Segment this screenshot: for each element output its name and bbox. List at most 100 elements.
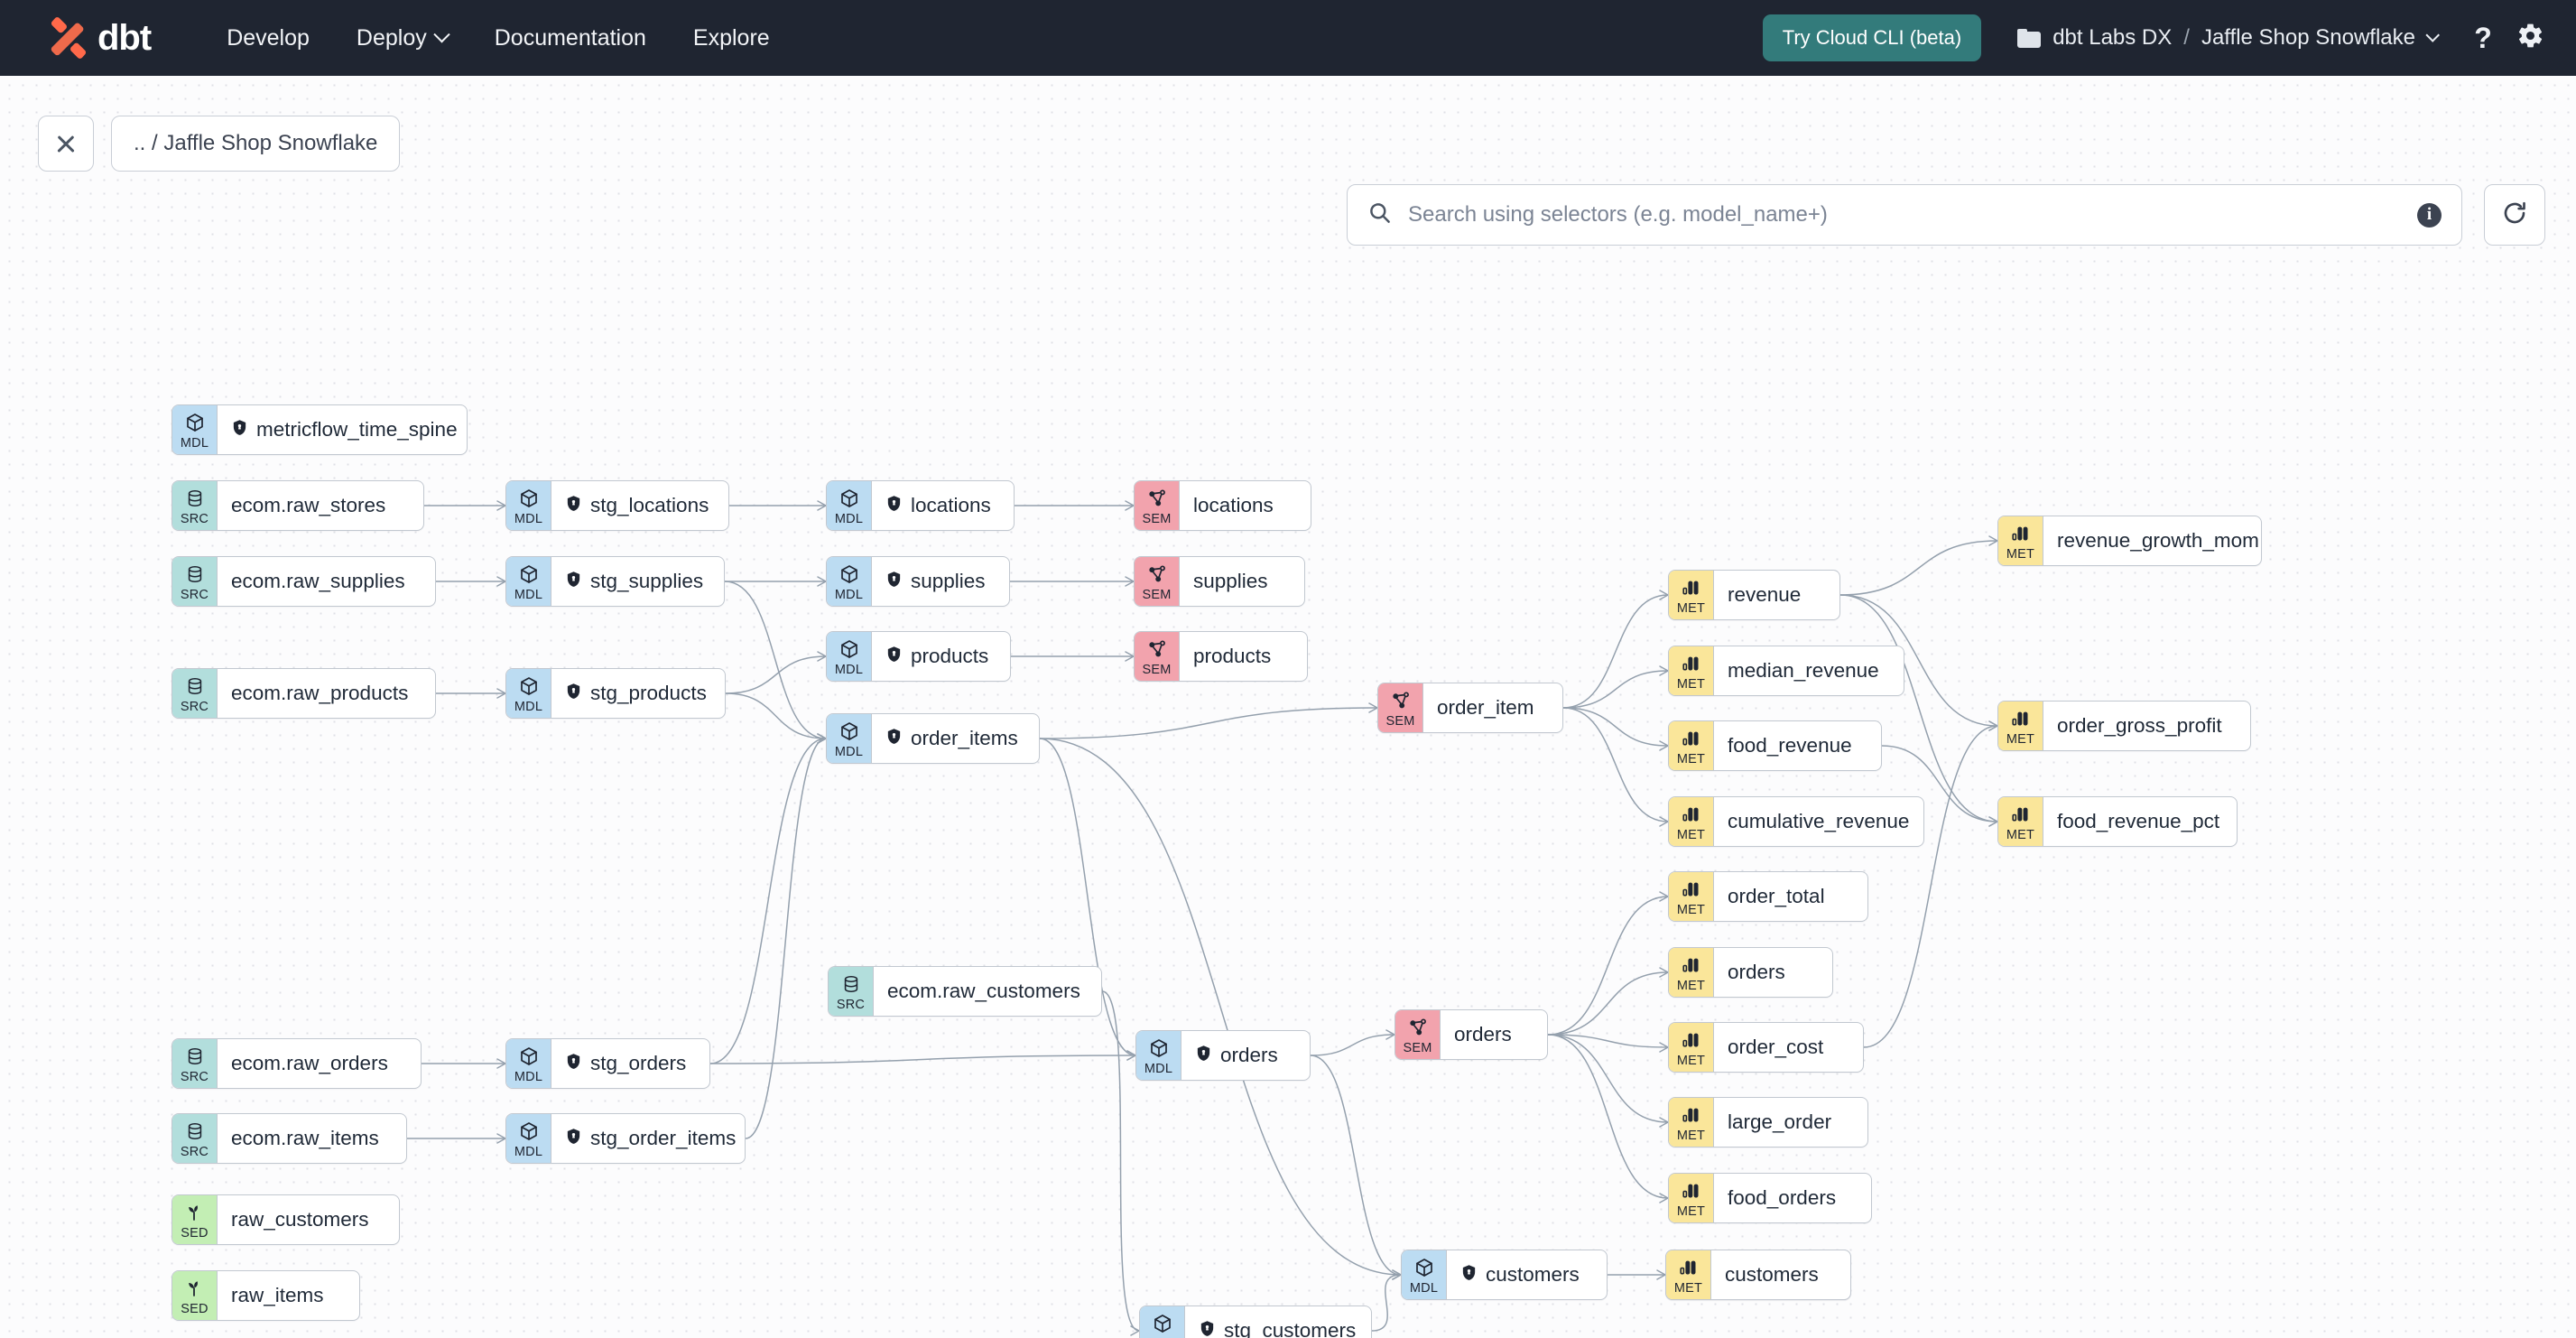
node-label: locations: [1193, 493, 1274, 516]
contract-shield-icon: [565, 570, 582, 593]
lineage-node-src_customers[interactable]: SRC ecom.raw_customers: [828, 966, 1102, 1017]
node-label: revenue_growth_mom: [2057, 528, 2259, 552]
node-type-badge-src: SRC: [172, 1114, 218, 1163]
folder-icon: [2017, 28, 2042, 48]
search-bar[interactable]: i: [1347, 184, 2462, 246]
database-icon: [185, 563, 205, 590]
refresh-button[interactable]: [2484, 184, 2545, 246]
lineage-edge-arrow: [1125, 500, 1135, 511]
nav-documentation[interactable]: Documentation: [471, 16, 670, 60]
node-body: revenue: [1714, 571, 1816, 619]
node-type-badge-met: MET: [1669, 948, 1714, 997]
node-type-badge-src: SRC: [172, 669, 218, 718]
node-type-code: SED: [181, 1302, 208, 1316]
search-input[interactable]: [1408, 202, 2401, 228]
node-type-code: MET: [1676, 979, 1706, 993]
help-button[interactable]: ?: [2462, 17, 2504, 59]
bar-chart-icon: [1681, 1180, 1702, 1206]
node-type-badge-met: MET: [1669, 721, 1714, 770]
close-graph-button[interactable]: [38, 116, 94, 172]
database-icon: [185, 488, 205, 514]
chevron-down-icon[interactable]: [2425, 27, 2440, 42]
nav-develop[interactable]: Develop: [203, 16, 333, 60]
node-label: products: [1193, 644, 1272, 667]
node-type-badge-src: SRC: [829, 967, 874, 1016]
breadcrumb-chip[interactable]: .. / Jaffle Shop Snowflake: [111, 116, 401, 172]
nav-deploy[interactable]: Deploy: [333, 16, 471, 60]
contract-shield-icon: [565, 682, 582, 705]
search-icon: [1367, 200, 1392, 229]
node-type-badge-mdl: MDL: [172, 405, 218, 454]
node-type-badge-mdl: MDL: [827, 714, 872, 763]
graph-icon: [1407, 1017, 1429, 1043]
node-type-code: SRC: [836, 998, 866, 1012]
node-type-code: SRC: [180, 700, 209, 714]
lineage-edge: [709, 738, 827, 1064]
lineage-edge-arrow: [1659, 1117, 1669, 1128]
node-type-badge-mdl: MDL: [1136, 1031, 1181, 1080]
lineage-edge: [1547, 896, 1669, 1036]
node-type-badge-met: MET: [1669, 1174, 1714, 1222]
bar-chart-icon: [2010, 804, 2032, 830]
node-label: cumulative_revenue: [1728, 809, 1910, 832]
try-cloud-cli-button[interactable]: Try Cloud CLI (beta): [1762, 14, 1982, 61]
node-label: ecom.raw_customers: [887, 979, 1080, 1002]
node-body: order_items: [872, 714, 1033, 763]
bar-chart-icon: [2010, 708, 2032, 734]
node-body: order_cost: [1714, 1023, 1839, 1072]
lineage-edge-arrow: [1659, 665, 1669, 676]
account-project-breadcrumb[interactable]: dbt Labs DX / Jaffle Shop Snowflake: [2017, 25, 2440, 51]
lineage-edge-arrow: [1125, 576, 1135, 587]
node-body: orders: [1441, 1010, 1527, 1059]
nav-explore[interactable]: Explore: [670, 16, 793, 60]
breadcrumb-label: .. / Jaffle Shop Snowflake: [134, 131, 378, 155]
lineage-edge: [1562, 707, 1669, 822]
node-label: order_item: [1437, 695, 1534, 719]
lineage-edge: [1547, 1034, 1669, 1123]
settings-button[interactable]: [2509, 17, 2551, 59]
info-icon[interactable]: i: [2417, 202, 2442, 228]
dbt-logo[interactable]: dbt: [45, 14, 152, 61]
node-type-badge-sem: SEM: [1135, 557, 1180, 606]
node-type-badge-mdl: MDL: [1402, 1250, 1447, 1299]
